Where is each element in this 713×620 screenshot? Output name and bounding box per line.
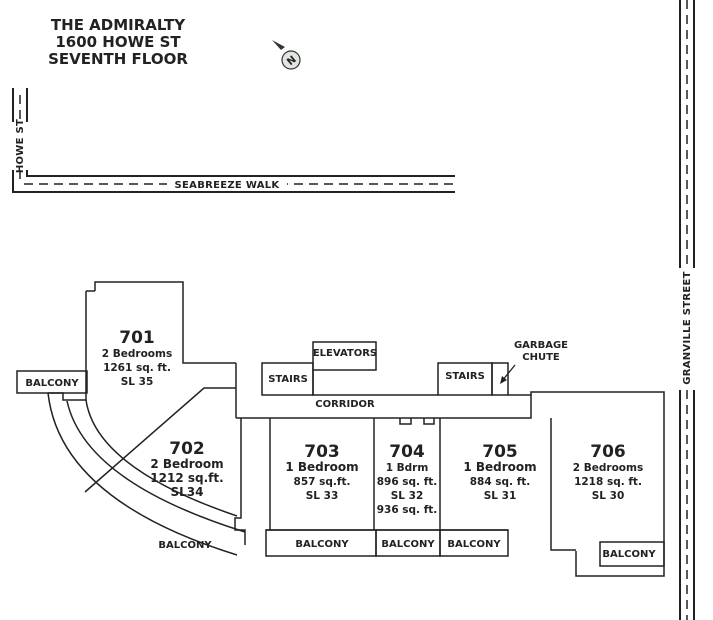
corridor-label: CORRIDOR — [315, 399, 375, 410]
stairs-right-label: STAIRS — [445, 371, 485, 382]
plan-title: THE ADMIRALTY 1600 HOWE ST SEVENTH FLOOR — [48, 16, 188, 68]
unit-706: 706 2 Bedrooms 1218 sq. ft. SL 30 — [573, 442, 643, 502]
unit-type: 1 Bedroom — [285, 460, 358, 474]
unit-type: 2 Bedrooms — [102, 348, 172, 360]
seabreeze-walk-label: SEABREEZE WALK — [175, 180, 281, 191]
balconies: BALCONY BALCONY BALCONY BALCONY BALCONY … — [25, 378, 656, 560]
howe-street-label: HOWE ST — [15, 119, 26, 173]
granville-street-label: GRANVILLE STREET — [682, 271, 693, 385]
north-arrow-icon: N — [272, 40, 301, 70]
unit-type: 1 Bedroom — [463, 460, 536, 474]
balcony-701: BALCONY — [25, 378, 79, 389]
balcony-706: BALCONY — [602, 549, 656, 560]
unit-number: 703 — [304, 442, 340, 462]
unit-area: 884 sq. ft. — [470, 476, 531, 488]
unit-extra-area: 936 sq. ft. — [377, 504, 438, 516]
unit-area: 1218 sq. ft. — [574, 476, 642, 488]
balcony-705: BALCONY — [447, 539, 501, 550]
unit-number: 706 — [590, 442, 626, 462]
unit-number: 701 — [119, 328, 155, 348]
balcony-703: BALCONY — [295, 539, 349, 550]
building-walls — [16, 281, 665, 577]
unit-area: 857 sq.ft. — [294, 476, 351, 488]
street-howe-seabreeze: HOWE ST SEABREEZE WALK — [10, 88, 455, 193]
title-line-2: 1600 HOWE ST — [55, 33, 181, 51]
unit-area: 896 sq. ft. — [377, 476, 438, 488]
unit-strata-lot: SL 33 — [306, 490, 339, 502]
street-granville: GRANVILLE STREET — [678, 0, 696, 620]
unit-type: 2 Bedroom — [150, 457, 223, 471]
stairs-left-label: STAIRS — [268, 374, 308, 385]
unit-705: 705 1 Bedroom 884 sq. ft. SL 31 — [463, 442, 536, 502]
title-line-1: THE ADMIRALTY — [51, 16, 186, 34]
unit-number: 704 — [389, 442, 425, 462]
elevators-label: ELEVATORS — [313, 348, 377, 359]
garbage-chute-label-1: GARBAGE — [514, 340, 568, 351]
unit-702: 702 2 Bedroom 1212 sq.ft. SL34 — [150, 439, 223, 499]
unit-area: 1261 sq. ft. — [103, 362, 171, 374]
title-line-3: SEVENTH FLOOR — [48, 50, 188, 68]
unit-strata-lot: SL 31 — [484, 490, 517, 502]
unit-strata-lot: SL 30 — [592, 490, 625, 502]
unit-704: 704 1 Bdrm 896 sq. ft. SL 32 936 sq. ft. — [377, 442, 438, 516]
unit-strata-lot: SL34 — [171, 485, 204, 499]
unit-701: 701 2 Bedrooms 1261 sq. ft. SL 35 — [102, 328, 172, 388]
balcony-702: BALCONY — [158, 540, 212, 551]
common-areas: ELEVATORS STAIRS STAIRS CORRIDOR GARBAGE… — [268, 340, 568, 410]
unit-type: 2 Bedrooms — [573, 462, 643, 474]
unit-type: 1 Bdrm — [386, 462, 429, 474]
unit-strata-lot: SL 35 — [121, 376, 154, 388]
balcony-704: BALCONY — [381, 539, 435, 550]
unit-703: 703 1 Bedroom 857 sq.ft. SL 33 — [285, 442, 358, 502]
garbage-chute-label-2: CHUTE — [522, 352, 560, 363]
unit-number: 705 — [482, 442, 518, 462]
unit-area: 1212 sq.ft. — [150, 471, 223, 485]
unit-strata-lot: SL 32 — [391, 490, 424, 502]
unit-number: 702 — [169, 439, 205, 459]
